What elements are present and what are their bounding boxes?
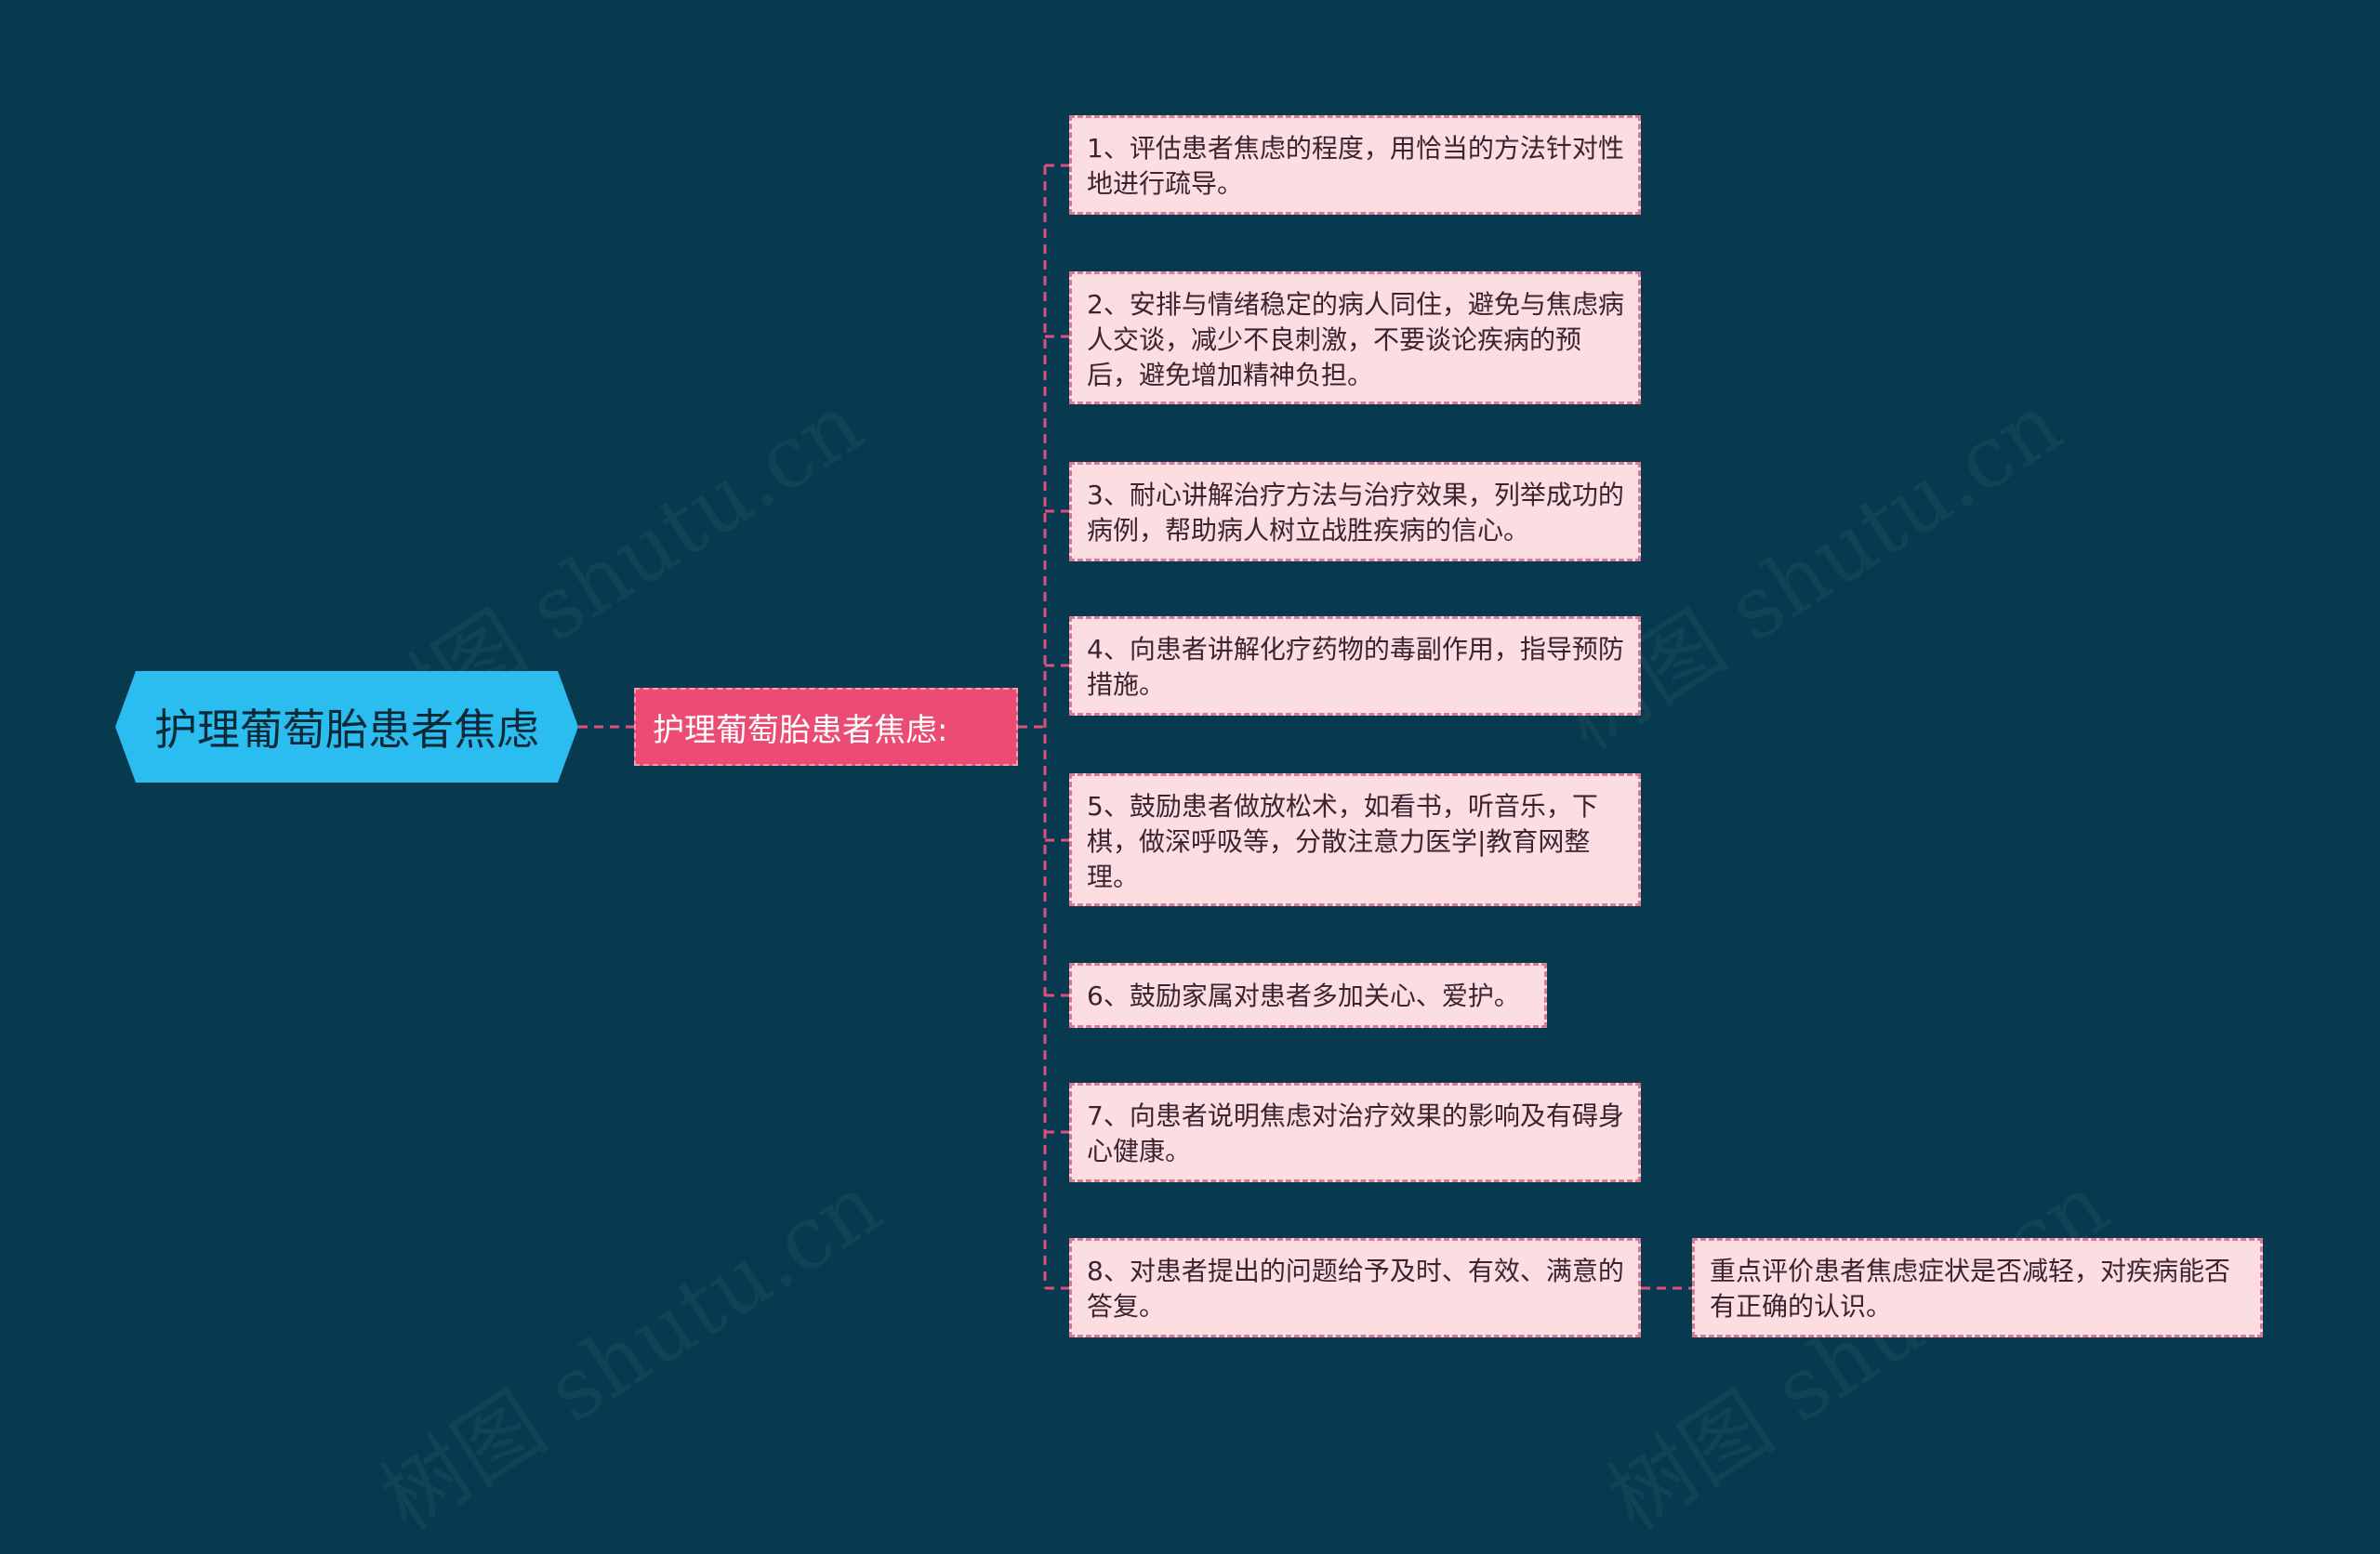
leaf-topic-7[interactable]: 7、向患者说明焦虑对治疗效果的影响及有碍身心健康。: [1069, 1083, 1641, 1182]
leaf-topic-4[interactable]: 4、向患者讲解化疗药物的毒副作用，指导预防措施。: [1069, 616, 1641, 716]
leaf-topic-5[interactable]: 5、鼓励患者做放松术，如看书，听音乐，下棋，做深呼吸等，分散注意力医学|教育网整…: [1069, 773, 1641, 906]
connector-layer: [578, 164, 1692, 1290]
leaf-topic-text: 7、向患者说明焦虑对治疗效果的影响及有碍身心健康。: [1087, 1100, 1624, 1166]
leaf-topic-8[interactable]: 8、对患者提出的问题给予及时、有效、满意的答复。: [1069, 1238, 1641, 1337]
leaf-topic-1[interactable]: 1、评估患者焦虑的程度，用恰当的方法针对性地进行疏导。: [1069, 115, 1641, 215]
leaf-topic-text: 8、对患者提出的问题给予及时、有效、满意的答复。: [1087, 1256, 1624, 1322]
sub-topic[interactable]: 重点评价患者焦虑症状是否减轻，对疾病能否有正确的认识。: [1692, 1238, 2263, 1337]
sub-topic-text: 重点评价患者焦虑症状是否减轻，对疾病能否有正确的认识。: [1710, 1256, 2231, 1322]
branch-topic[interactable]: 护理葡萄胎患者焦虑:: [634, 688, 1018, 766]
leaf-topic-text: 3、耐心讲解治疗方法与治疗效果，列举成功的病例，帮助病人树立战胜疾病的信心。: [1087, 480, 1624, 546]
leaf-topic-text: 2、安排与情绪稳定的病人同住，避免与焦虑病人交谈，减少不良刺激，不要谈论疾病的预…: [1087, 289, 1624, 390]
leaf-topic-3[interactable]: 3、耐心讲解治疗方法与治疗效果，列举成功的病例，帮助病人树立战胜疾病的信心。: [1069, 462, 1641, 561]
leaf-topic-text: 4、向患者讲解化疗药物的毒副作用，指导预防措施。: [1087, 634, 1624, 700]
leaf-topic-2[interactable]: 2、安排与情绪稳定的病人同住，避免与焦虑病人交谈，减少不良刺激，不要谈论疾病的预…: [1069, 271, 1641, 404]
root-topic[interactable]: 护理葡萄胎患者焦虑: [115, 671, 578, 783]
root-topic-label: 护理葡萄胎患者焦虑: [154, 705, 539, 755]
leaf-topic-text: 1、评估患者焦虑的程度，用恰当的方法针对性地进行疏导。: [1087, 133, 1624, 199]
branch-topic-label: 护理葡萄胎患者焦虑:: [653, 711, 948, 749]
leaf-topic-text: 5、鼓励患者做放松术，如看书，听音乐，下棋，做深呼吸等，分散注意力医学|教育网整…: [1087, 791, 1598, 892]
leaf-topic-text: 6、鼓励家属对患者多加关心、爱护。: [1087, 981, 1520, 1011]
leaf-topic-6[interactable]: 6、鼓励家属对患者多加关心、爱护。: [1069, 963, 1547, 1028]
